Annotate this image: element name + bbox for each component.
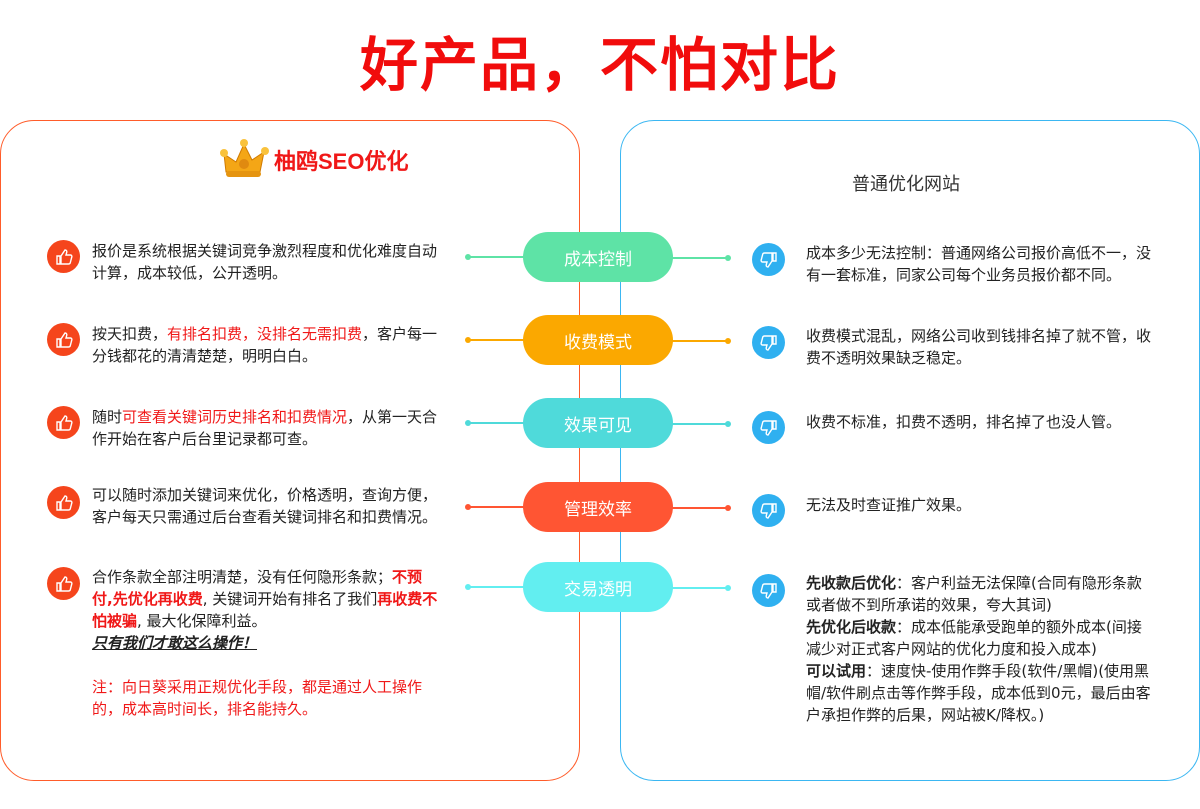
bold-label: 先收款后优化 [806,574,897,592]
text: 合作条款全部注明清楚，没有任何隐形条款； [92,568,393,586]
right-item-text: 先收款后优化：客户利益无法保障(合同有隐形条款或者做不到所承诺的效果，夸大其词)… [806,572,1156,726]
connector-right [670,340,728,342]
page-title: 好产品，不怕对比 [359,31,840,99]
thumbs-up-icon [47,323,80,356]
text: ：成本低能承受跑单的额外成本(间接减少对正式客户网站的优化力度和投入成本) [806,618,1142,658]
category-pill: 效果可见 [523,398,673,448]
text: ：速度快-使用作弊手段(软件/黑帽)(使用黑帽/软件刷点击等作弊手段，成本低到0… [806,662,1151,724]
text: 报价是系统根据关键词竞争激烈程度和优化难度自动计算，成本较低，公开透明。 [92,242,438,282]
text: 随时 [92,408,123,426]
text: 按天扣费， [92,325,168,343]
thumbs-down-icon [752,574,785,607]
brand-logo: 柚鸥SEO优化 [220,138,408,182]
text: , 最大化保障利益。 [137,612,267,630]
text: 无法及时查证推广效果。 [806,496,972,514]
connector-dot [465,584,471,590]
emphasis-slogan: 只有我们才敢这么操作！ [92,634,258,652]
thumbs-down-icon [752,326,785,359]
note-text: 注：向日葵采用正规优化手段，都是通过人工操作的，成本高时间长，排名能持久。 [92,678,423,718]
thumbs-up-icon [47,486,80,519]
thumbs-up-icon [47,567,80,600]
text: 可以随时添加关键词来优化，价格透明，查询方便，客户每天只需通过后台查看关键词排名… [92,486,438,526]
text: ，从第一天合作开始在客户后台里记录都可查。 [92,408,438,448]
connector-left [468,339,528,341]
connector-dot [725,505,731,511]
pill-label: 管理效率 [564,499,632,520]
connector-left [468,256,528,258]
bold-label: 可以试用 [806,662,867,680]
thumbs-down-icon [752,411,785,444]
text: 收费不标准，扣费不透明，排名掉了也没人管。 [806,413,1122,431]
left-item-text: 可以随时添加关键词来优化，价格透明，查询方便，客户每天只需通过后台查看关键词排名… [92,484,442,528]
right-item-text: 成本多少无法控制：普通网络公司报价高低不一，没有一套标准，同家公司每个业务员报价… [806,242,1156,286]
left-item-text: 按天扣费，有排名扣费，没排名无需扣费，客户每一分钱都花的清清楚楚，明明白白。 [92,323,442,367]
highlight: 不预付,先优化再收费 [92,568,423,608]
connector-left [468,506,528,508]
brand-name: 柚鸥SEO优化 [274,149,409,174]
pill-label: 成本控制 [564,249,632,270]
category-pill: 管理效率 [523,482,673,532]
highlight: 可查看关键词历史排名和扣费情况 [122,408,348,426]
thumbs-up-icon [47,406,80,439]
highlight: 再收费不怕被骗 [92,590,438,630]
right-item-text: 收费模式混乱，网络公司收到钱排名掉了就不管，收费不透明效果缺乏稳定。 [806,325,1156,369]
left-item-text: 随时可查看关键词历史排名和扣费情况，从第一天合作开始在客户后台里记录都可查。 [92,406,442,450]
connector-left [468,422,528,424]
connector-left [468,586,528,588]
connector-dot [725,421,731,427]
text: ：客户利益无法保障(合同有隐形条款或者做不到所承诺的效果，夸大其词) [806,574,1142,614]
thumbs-down-icon [752,243,785,276]
thumbs-up-icon [47,240,80,273]
connector-dot [465,504,471,510]
connector-right [670,587,728,589]
connector-dot [725,255,731,261]
connector-dot [465,337,471,343]
right-item-text: 收费不标准，扣费不透明，排名掉了也没人管。 [806,411,1156,433]
highlight: 有排名扣费，没排名无需扣费 [167,325,363,343]
text: 成本多少无法控制：普通网络公司报价高低不一，没有一套标准，同家公司每个业务员报价… [806,244,1152,284]
right-heading: 普通优化网站 [852,174,960,195]
pill-label: 效果可见 [564,415,632,436]
text: , 关键词开始有排名了我们 [202,590,378,608]
connector-dot [465,254,471,260]
text: 收费模式混乱，网络公司收到钱排名掉了就不管，收费不透明效果缺乏稳定。 [806,327,1152,367]
bold-label: 先优化后收款 [806,618,897,636]
connector-right [670,257,728,259]
connector-dot [725,585,731,591]
category-pill: 成本控制 [523,232,673,282]
left-panel-yuou [0,120,580,781]
connector-dot [465,420,471,426]
connector-right [670,507,728,509]
crown-icon [220,139,269,177]
connector-dot [725,338,731,344]
pill-label: 交易透明 [564,579,632,600]
left-item-text: 合作条款全部注明清楚，没有任何隐形条款；不预付,先优化再收费, 关键词开始有排名… [92,566,442,720]
category-pill: 交易透明 [523,562,673,612]
text: ，客户每一分钱都花的清清楚楚，明明白白。 [92,325,438,365]
pill-label: 收费模式 [564,332,632,353]
right-item-text: 无法及时查证推广效果。 [806,494,1156,516]
connector-right [670,423,728,425]
left-item-text: 报价是系统根据关键词竞争激烈程度和优化难度自动计算，成本较低，公开透明。 [92,240,442,284]
thumbs-down-icon [752,494,785,527]
category-pill: 收费模式 [523,315,673,365]
